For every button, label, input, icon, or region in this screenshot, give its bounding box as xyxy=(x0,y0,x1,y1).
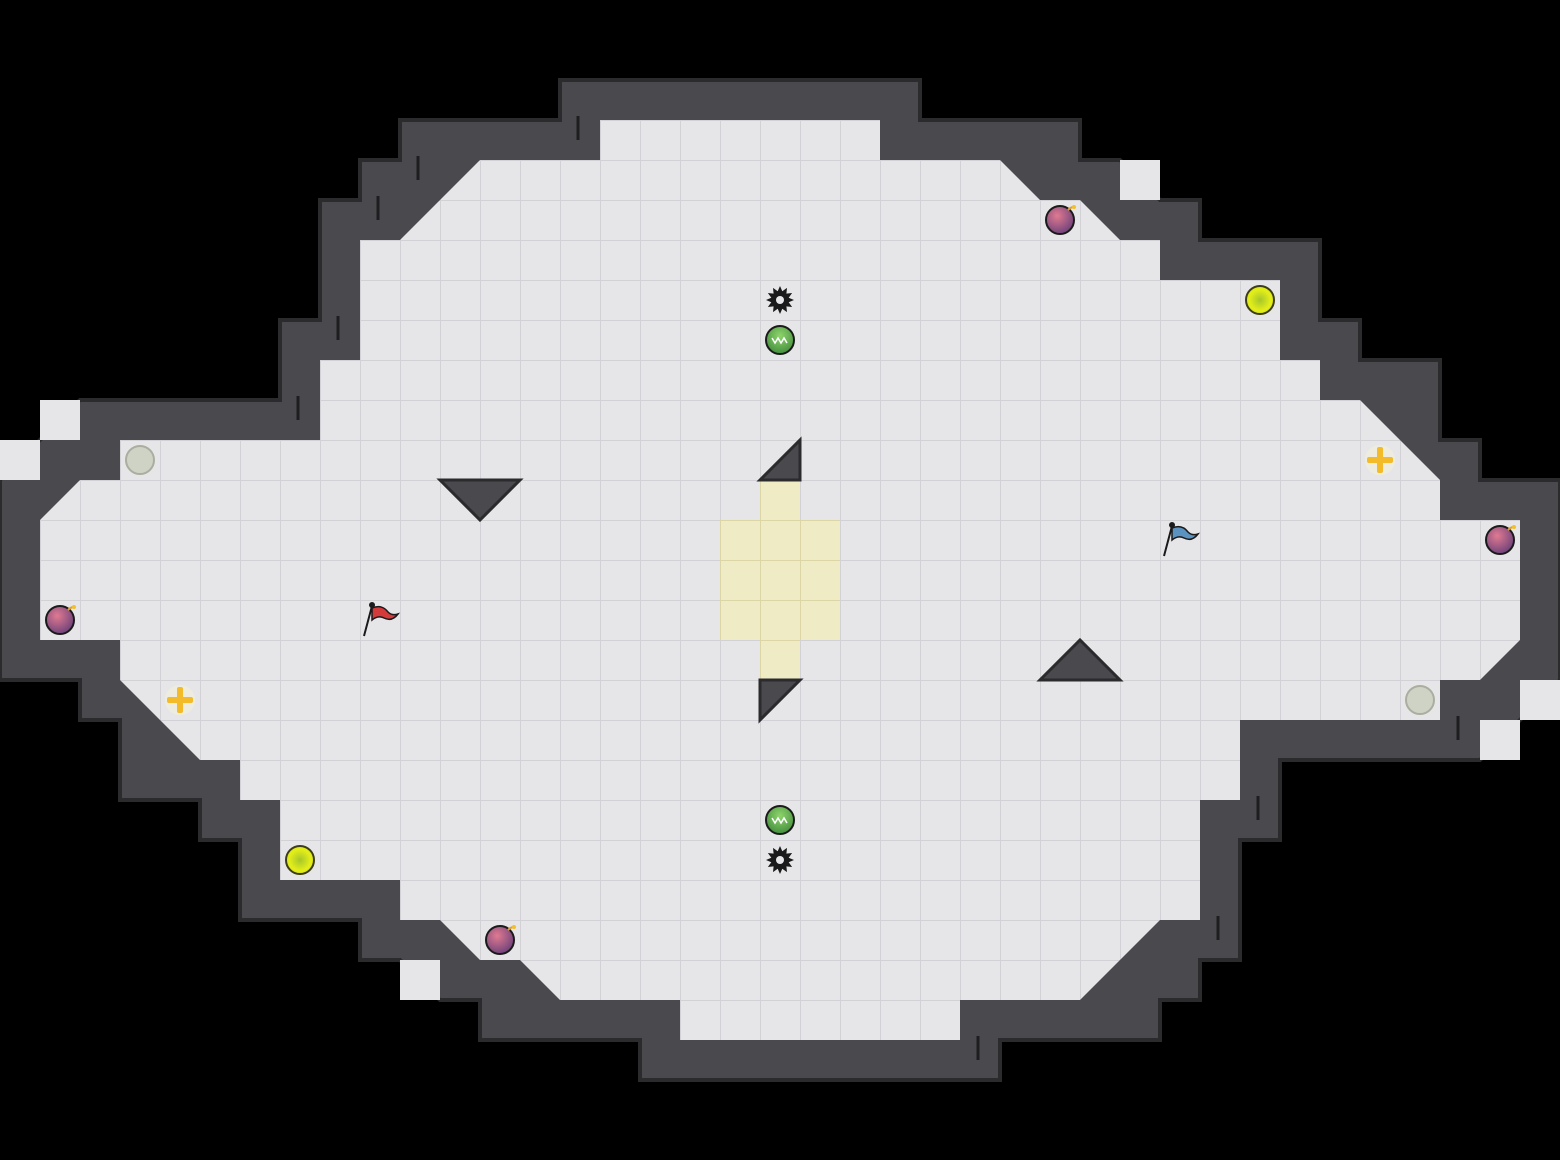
bomb-icon xyxy=(1485,525,1516,555)
center-zone xyxy=(720,480,840,680)
powerup-spawn-icon xyxy=(125,445,155,475)
bomb-icon xyxy=(485,925,516,955)
triangle-walls xyxy=(436,436,1124,724)
speed-boost-icon xyxy=(285,845,315,875)
powerup-spawn-icon xyxy=(1405,685,1435,715)
spike-icon xyxy=(766,846,794,874)
speed-pad-icon xyxy=(1365,445,1395,475)
bomb-icon xyxy=(45,605,76,635)
speed-pad-icon xyxy=(165,685,195,715)
bomb-icon xyxy=(1045,205,1076,235)
wall-ticks xyxy=(296,116,1460,1060)
gate-button-icon xyxy=(765,325,795,355)
gate-button-icon xyxy=(765,805,795,835)
red-flag-icon xyxy=(363,602,401,637)
entities xyxy=(45,205,1516,955)
speed-boost-icon xyxy=(1245,285,1275,315)
spike-icon xyxy=(766,286,794,314)
blue-flag-icon xyxy=(1163,522,1201,557)
